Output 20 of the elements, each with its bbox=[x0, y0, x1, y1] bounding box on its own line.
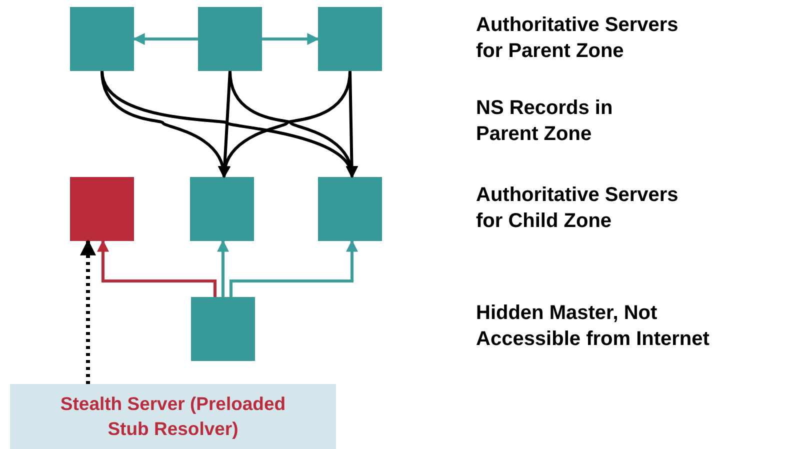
arrow bbox=[346, 70, 358, 178]
server-box bbox=[318, 7, 382, 71]
server-box bbox=[70, 7, 134, 71]
label-box bbox=[10, 384, 336, 449]
server-box bbox=[191, 297, 255, 361]
arrow bbox=[217, 240, 229, 297]
row-label: Authoritative Servers for Child Zone bbox=[476, 183, 680, 234]
arrow bbox=[262, 33, 320, 45]
row-label: Authoritative Servers for Parent Zone bbox=[476, 13, 680, 64]
arrow bbox=[97, 240, 216, 297]
dotted-arrow bbox=[80, 239, 96, 384]
arrow bbox=[230, 240, 358, 297]
server-box bbox=[70, 177, 134, 241]
server-box bbox=[318, 177, 382, 241]
server-label: Stealth Server (Preloaded Stub Resolver) bbox=[59, 392, 287, 441]
server-box bbox=[198, 7, 262, 71]
row-label: NS Records in Parent Zone bbox=[476, 96, 614, 147]
arrow bbox=[132, 33, 198, 45]
server-box bbox=[190, 177, 254, 241]
row-label: Hidden Master, Not Accessible from Internet bbox=[476, 301, 710, 352]
